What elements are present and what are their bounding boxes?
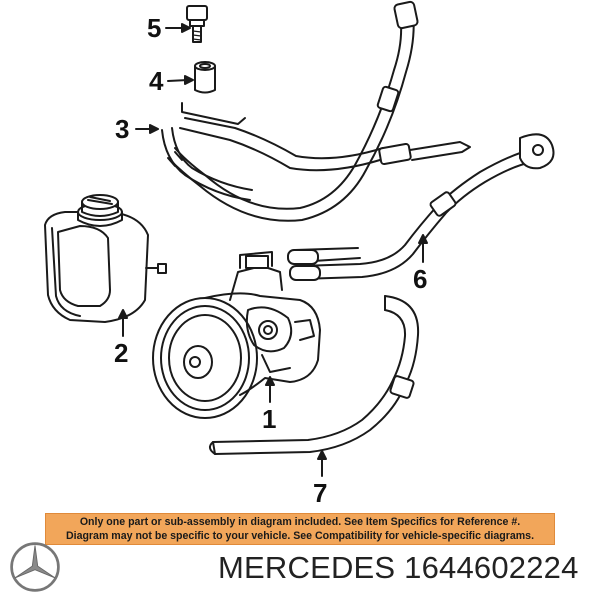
disclaimer-line-2: Diagram may not be specific to your vehi…	[65, 530, 535, 542]
callout-2: 2	[114, 338, 128, 368]
callout-4: 4	[149, 66, 164, 96]
callout-7: 7	[313, 478, 327, 508]
disclaimer-banner: Only one part or sub-assembly in diagram…	[45, 513, 555, 545]
callout-3: 3	[115, 114, 129, 144]
callout-6: 6	[413, 264, 427, 294]
brand-part-number: MERCEDES 1644602224	[218, 550, 579, 586]
suction-hose-part	[209, 295, 420, 455]
leader-lines	[118, 23, 428, 477]
part-number: 1644602224	[404, 550, 579, 585]
reservoir-part	[44, 194, 167, 323]
bolt-part	[186, 5, 208, 43]
return-hose-part	[287, 133, 555, 281]
sleeve-part	[194, 61, 216, 94]
steering-pump-part	[152, 251, 321, 419]
brand-name: MERCEDES	[218, 550, 396, 585]
mercedes-star-logo-icon	[10, 542, 60, 592]
pressure-hose-assembly	[161, 0, 471, 222]
callout-1: 1	[262, 404, 276, 434]
disclaimer-line-1: Only one part or sub-assembly in diagram…	[79, 516, 521, 528]
callout-5: 5	[147, 13, 161, 43]
